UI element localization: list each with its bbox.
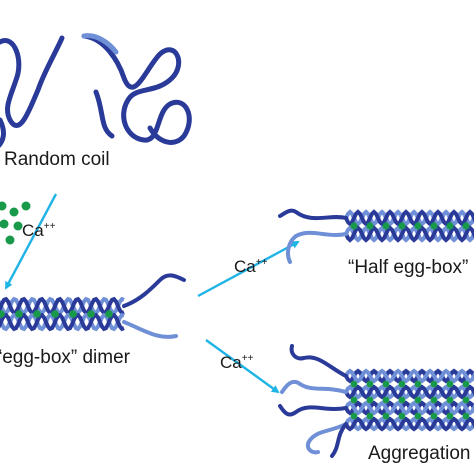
bound-calcium-ion [0,310,5,318]
calcium-ion [0,219,9,229]
helix-strand-front [344,209,474,227]
helix-strand-front [0,296,125,316]
bound-calcium-ion [446,222,454,230]
bound-calcium-ion [382,222,390,230]
bound-calcium-ion [366,380,374,388]
calcium-label-upper-branch: Ca++ [234,257,268,276]
calcium-ion [0,201,7,211]
calcium-charge: ++ [255,257,268,268]
bound-calcium-ion [414,222,422,230]
free-chain-end [305,422,348,455]
random-coil-label: Random coil [4,149,110,170]
bound-calcium-ion [430,222,438,230]
free-chain-end [289,344,348,378]
bound-calcium-ion [414,396,422,404]
calcium-ion [9,207,19,217]
helix-strand [344,416,474,432]
bound-calcium-ion [366,396,374,404]
calcium-symbol: Ca [220,353,242,372]
bound-calcium-ion [446,396,454,404]
bound-calcium-ion [430,412,438,420]
bound-calcium-ion [69,310,77,318]
helix-strand [344,368,474,384]
random-coil-strand-mid [93,89,115,139]
bound-calcium-ion [398,222,406,230]
calcium-ions-free [0,201,31,245]
bound-calcium-ion [33,310,41,318]
random-coil-group [0,33,192,148]
bound-calcium-ion [350,222,358,230]
bound-calcium-ion [15,310,23,318]
bound-calcium-ion [446,380,454,388]
egg-box-dimer-structure [0,273,186,339]
free-chain-end [278,404,348,417]
arrow-dimer-to-aggregation [205,339,280,394]
aggregation-label: Aggregation [368,443,471,464]
helix-strand [344,384,474,400]
bound-calcium-ion [446,412,454,420]
free-chain-end [122,320,178,339]
bound-calcium-ion [366,222,374,230]
bound-calcium-ion [366,412,374,420]
bound-calcium-ion [382,412,390,420]
bound-calcium-ion [430,396,438,404]
calcium-label-top: Ca++ [22,221,56,240]
half-egg-box-label: “Half egg-box” [348,257,469,278]
bound-calcium-ion [350,412,358,420]
bound-calcium-ion [462,396,470,404]
random-coil-strand-right-start [81,33,119,55]
bound-calcium-ion [398,380,406,388]
bound-calcium-ion [462,412,470,420]
helix-strand [344,400,474,416]
arrow-dimer-to-half-egg-box [197,240,300,298]
free-chain-end [286,230,348,264]
calcium-charge: ++ [241,353,254,364]
bound-calcium-ion [350,396,358,404]
bound-calcium-ion [382,380,390,388]
half-egg-box-structure [278,208,474,264]
calcium-ion [21,201,31,211]
bound-calcium-ion [398,396,406,404]
bound-calcium-ion [462,222,470,230]
bound-calcium-ion [105,310,113,318]
free-chain-end [278,208,348,221]
arrow-coil-to-dimer [4,193,58,290]
bound-calcium-ion [87,310,95,318]
process-arrows [4,193,300,394]
random-coil-strand-left-tail [0,117,6,148]
aggregation-structure [278,344,474,458]
bound-calcium-ion [414,412,422,420]
calcium-label-lower-branch: Ca++ [220,353,254,372]
calcium-charge: ++ [43,221,56,232]
calcium-symbol: Ca [234,257,256,276]
free-chain-end [280,379,348,394]
bound-calcium-ion [382,396,390,404]
free-chain-end [330,422,348,458]
random-coil-strand-right [81,33,192,145]
bound-calcium-ion [414,380,422,388]
calcium-symbol: Ca [22,221,44,240]
calcium-ion [13,221,23,231]
random-coil-strand-left [0,35,65,129]
calcium-ion [5,235,15,245]
bound-calcium-ion [398,412,406,420]
helix-strand-front [344,225,474,243]
free-chain-end [122,273,186,308]
bound-calcium-ion [430,380,438,388]
bound-calcium-ion [51,310,59,318]
helix-strand-back [0,312,125,332]
bound-calcium-ion [462,380,470,388]
egg-box-dimer-label: “egg-box” dimer [0,347,130,368]
bound-calcium-ion [350,380,358,388]
